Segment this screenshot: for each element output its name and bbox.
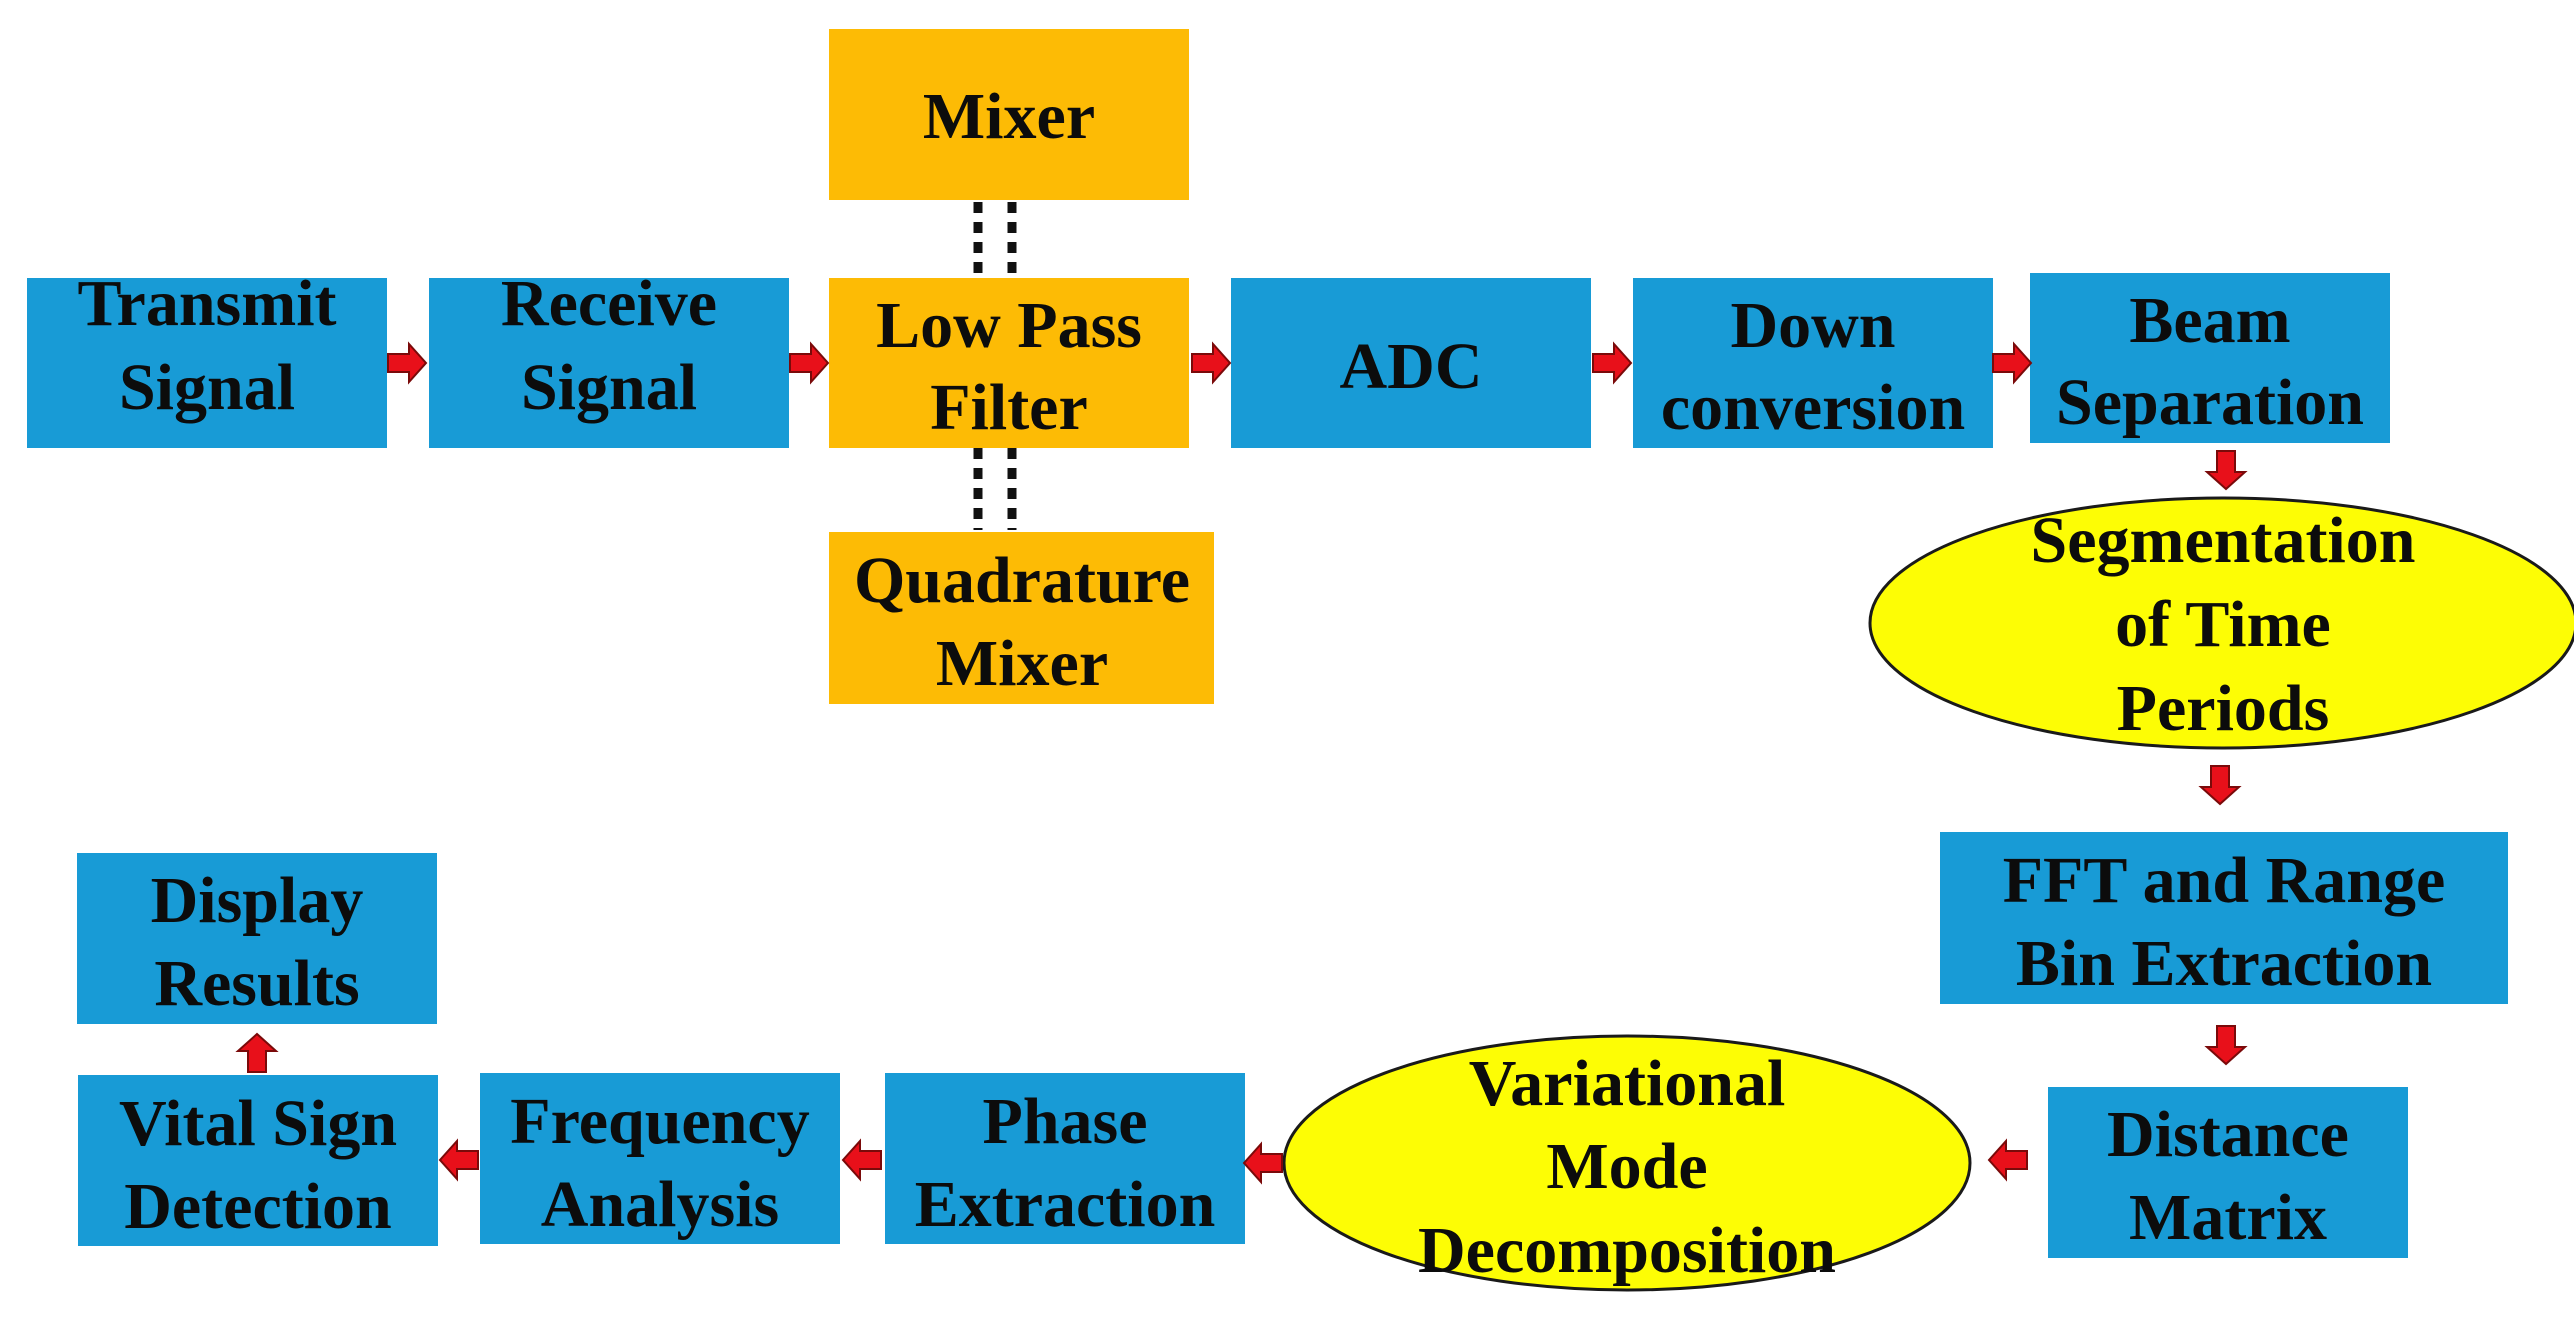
arrow-vital-to-display [235, 1032, 279, 1073]
label-line: Matrix [2129, 1181, 2327, 1254]
node-down-conversion: Down conversion [1633, 278, 1993, 448]
label-line: of Time [2115, 588, 2331, 661]
node-adc: ADC [1231, 278, 1591, 448]
label-line: Separation [2056, 366, 2364, 439]
label-line: Beam [2129, 284, 2290, 357]
label-line: Analysis [541, 1168, 779, 1241]
transmit-signal-box [27, 278, 387, 448]
fft-range-box [1940, 832, 2508, 1004]
label-line: Filter [930, 371, 1088, 444]
phase-extraction-box [885, 1073, 1245, 1244]
arrow-distance-to-vmd [1987, 1138, 2028, 1182]
label-line: Extraction [915, 1168, 1216, 1241]
frequency-analysis-box [480, 1073, 840, 1244]
mixer-label: Mixer [923, 80, 1095, 153]
beam-separation-box [2030, 273, 2390, 443]
quadrature-mixer-box [829, 532, 1214, 704]
adc-box [1231, 278, 1591, 448]
label-line: Distance [2107, 1098, 2349, 1171]
label-line: Mixer [936, 627, 1108, 700]
label-line: Mixer [923, 80, 1095, 153]
label-line: Display [151, 864, 364, 937]
label-line: Decomposition [1418, 1214, 1836, 1287]
label-line: Frequency [510, 1085, 809, 1158]
vital-sign-detection-box [78, 1075, 438, 1246]
label-line: Quadrature [854, 544, 1190, 617]
arrow-fft-to-distance [2204, 1025, 2248, 1066]
arrow-downconversion-to-beam [1992, 341, 2033, 385]
label-line: Vital Sign [119, 1087, 397, 1160]
arrow-beam-to-segmentation [2204, 450, 2248, 491]
receive-signal-box [429, 278, 789, 448]
arrow-receive-to-lowpass [789, 341, 830, 385]
label-line: Transmit [77, 267, 336, 340]
arrow-adc-to-downconversion [1592, 341, 1633, 385]
arrow-frequency-to-vital [438, 1138, 479, 1182]
arrow-lowpass-to-adc [1191, 341, 1232, 385]
label-line: Detection [124, 1170, 392, 1243]
label-line: Bin Extraction [2016, 927, 2432, 1000]
node-mixer: Mixer [829, 29, 1189, 200]
label-line: FFT and Range [2003, 844, 2446, 917]
display-results-box [77, 853, 437, 1024]
down-conversion-label: Down conversion [1661, 289, 1965, 444]
label-line: conversion [1661, 371, 1965, 444]
label-line: Phase [983, 1085, 1148, 1158]
down-conversion-box [1633, 278, 1993, 448]
arrow-transmit-to-receive [387, 341, 428, 385]
label-line: ADC [1340, 330, 1483, 403]
label-line: Variational [1469, 1047, 1786, 1120]
flow-arrows [235, 341, 2248, 1185]
vmd-ellipse [1282, 1034, 1972, 1292]
label-line: Signal [119, 351, 295, 424]
label-line: Down [1730, 289, 1895, 362]
label-line: Periods [2117, 672, 2330, 745]
label-line: Segmentation [2031, 504, 2416, 577]
mixer-box [829, 29, 1189, 200]
label-line: Low Pass [876, 289, 1142, 362]
arrow-phase-to-frequency [841, 1138, 882, 1182]
distance-matrix-box [2048, 1087, 2408, 1258]
arrow-vmd-to-phase [1242, 1141, 1283, 1185]
low-pass-filter-box [829, 278, 1189, 448]
adc-label: ADC [1340, 330, 1483, 403]
label-line: Results [154, 947, 359, 1020]
label-line: Signal [521, 351, 697, 424]
segmentation-ellipse [1868, 496, 2574, 750]
label-line: Mode [1546, 1130, 1707, 1203]
label-line: Receive [501, 267, 717, 340]
arrow-segmentation-to-fft [2198, 765, 2242, 806]
